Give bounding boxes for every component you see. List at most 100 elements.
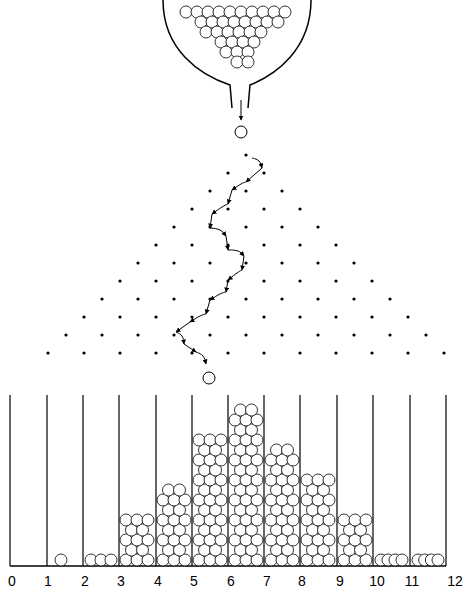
peg: [244, 297, 247, 300]
peg: [82, 351, 85, 354]
bin-number: 9: [336, 574, 344, 588]
ball-path: [176, 158, 262, 364]
peg: [370, 315, 373, 318]
bin-wall: [445, 395, 446, 566]
ball: [432, 554, 444, 566]
bin-wall: [263, 395, 264, 566]
peg: [244, 261, 247, 264]
peg: [316, 333, 319, 336]
peg: [298, 207, 301, 210]
peg: [244, 333, 247, 336]
ball: [120, 514, 132, 526]
peg: [154, 279, 157, 282]
ball: [193, 434, 205, 446]
bin-number: 2: [81, 574, 89, 588]
path-arrow: [190, 314, 206, 322]
peg: [424, 333, 427, 336]
peg: [208, 261, 211, 264]
peg: [208, 189, 211, 192]
bin-number: 7: [263, 574, 271, 588]
bin-wall: [299, 395, 300, 566]
bin-wall: [46, 395, 47, 566]
bin-wall: [191, 395, 192, 566]
peg: [190, 279, 193, 282]
peg: [154, 351, 157, 354]
peg: [280, 261, 283, 264]
bin-wall: [227, 395, 228, 566]
path-arrow: [176, 332, 184, 344]
peg: [172, 333, 175, 336]
peg: [262, 315, 265, 318]
peg: [262, 171, 265, 174]
peg: [136, 297, 139, 300]
peg: [352, 333, 355, 336]
ball: [180, 6, 192, 18]
falling-ball: [203, 372, 215, 384]
peg: [406, 351, 409, 354]
bin-number: 4: [154, 574, 162, 588]
path-arrow: [210, 292, 226, 300]
ball: [272, 16, 284, 28]
peg: [244, 153, 247, 156]
peg: [280, 333, 283, 336]
path-arrow: [232, 182, 246, 190]
funnel: [163, 0, 311, 108]
bin-wall: [372, 395, 373, 566]
peg: [334, 315, 337, 318]
ball: [301, 474, 313, 486]
funnel-balls: [180, 6, 291, 68]
ball: [279, 6, 291, 18]
peg: [208, 333, 211, 336]
bins: [10, 395, 446, 566]
ball: [255, 26, 267, 38]
peg: [316, 297, 319, 300]
ball: [396, 554, 408, 566]
ball: [242, 56, 254, 68]
ball: [323, 474, 335, 486]
path-arrow: [210, 228, 226, 236]
peg: [280, 225, 283, 228]
peg: [46, 351, 49, 354]
bin-number: 12: [447, 574, 463, 588]
peg: [352, 261, 355, 264]
peg: [388, 333, 391, 336]
peg: [172, 297, 175, 300]
ball: [200, 26, 212, 38]
peg: [172, 261, 175, 264]
peg: [190, 243, 193, 246]
peg: [352, 297, 355, 300]
ball: [215, 434, 227, 446]
peg: [262, 243, 265, 246]
peg: [244, 189, 247, 192]
peg: [370, 279, 373, 282]
peg: [64, 333, 67, 336]
path-arrow: [212, 204, 228, 214]
ball: [349, 514, 361, 526]
path-arrow: [196, 352, 206, 364]
peg: [190, 351, 193, 354]
ball: [312, 474, 324, 486]
path-arrow: [226, 236, 228, 250]
peg: [280, 189, 283, 192]
peg: [316, 225, 319, 228]
ball: [338, 514, 350, 526]
peg: [190, 315, 193, 318]
peg: [154, 243, 157, 246]
peg: [118, 315, 121, 318]
ball: [131, 514, 143, 526]
peg: [136, 333, 139, 336]
ball: [105, 554, 117, 566]
peg: [370, 351, 373, 354]
ball: [220, 46, 232, 58]
bin-wall: [336, 395, 337, 566]
path-arrow: [228, 270, 242, 280]
bin-number: 1: [44, 574, 52, 588]
path-arrow: [242, 256, 244, 270]
bin-wall: [82, 395, 83, 566]
peg: [334, 243, 337, 246]
peg: [442, 351, 445, 354]
path-arrow: [228, 190, 232, 204]
peg: [334, 279, 337, 282]
